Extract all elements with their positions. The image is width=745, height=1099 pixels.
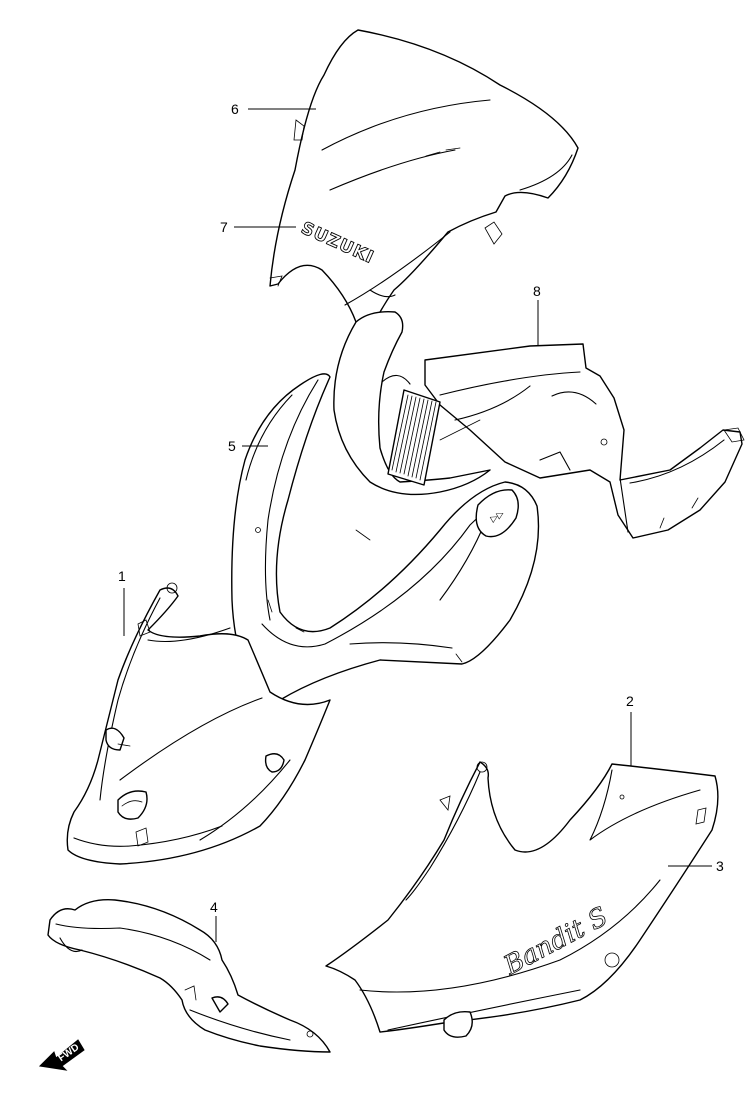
callout-5: 5 xyxy=(228,438,268,454)
callout-4: 4 xyxy=(210,899,218,942)
callout-label-7: 7 xyxy=(220,219,228,235)
callout-label-5: 5 xyxy=(228,438,236,454)
callout-label-4: 4 xyxy=(210,899,218,915)
callout-3: 3 xyxy=(668,858,724,874)
center-air-duct xyxy=(333,311,491,541)
part-5-upper-cowl: ▷▷ xyxy=(231,373,540,701)
callout-label-2: 2 xyxy=(626,693,634,709)
part-1-lower-front-cowl xyxy=(66,582,331,865)
callout-label-8: 8 xyxy=(533,283,541,299)
part-2-side-cowl: Bandit S xyxy=(325,761,719,1038)
callout-label-1: 1 xyxy=(118,568,126,584)
callout-label-3: 3 xyxy=(716,858,724,874)
callout-7: 7 xyxy=(220,219,296,235)
callout-2: 2 xyxy=(626,693,634,766)
duct-mesh xyxy=(391,394,437,481)
callout-1: 1 xyxy=(118,568,126,636)
callout-8: 8 xyxy=(533,283,541,346)
callout-6: 6 xyxy=(231,101,316,117)
part-6-windscreen: SUZUKI xyxy=(269,29,579,338)
part-4-under-cowl xyxy=(47,899,331,1053)
callout-label-6: 6 xyxy=(231,101,239,117)
part-8-inner-panel xyxy=(424,343,745,539)
forward-arrow-icon: FWD xyxy=(38,1039,85,1071)
